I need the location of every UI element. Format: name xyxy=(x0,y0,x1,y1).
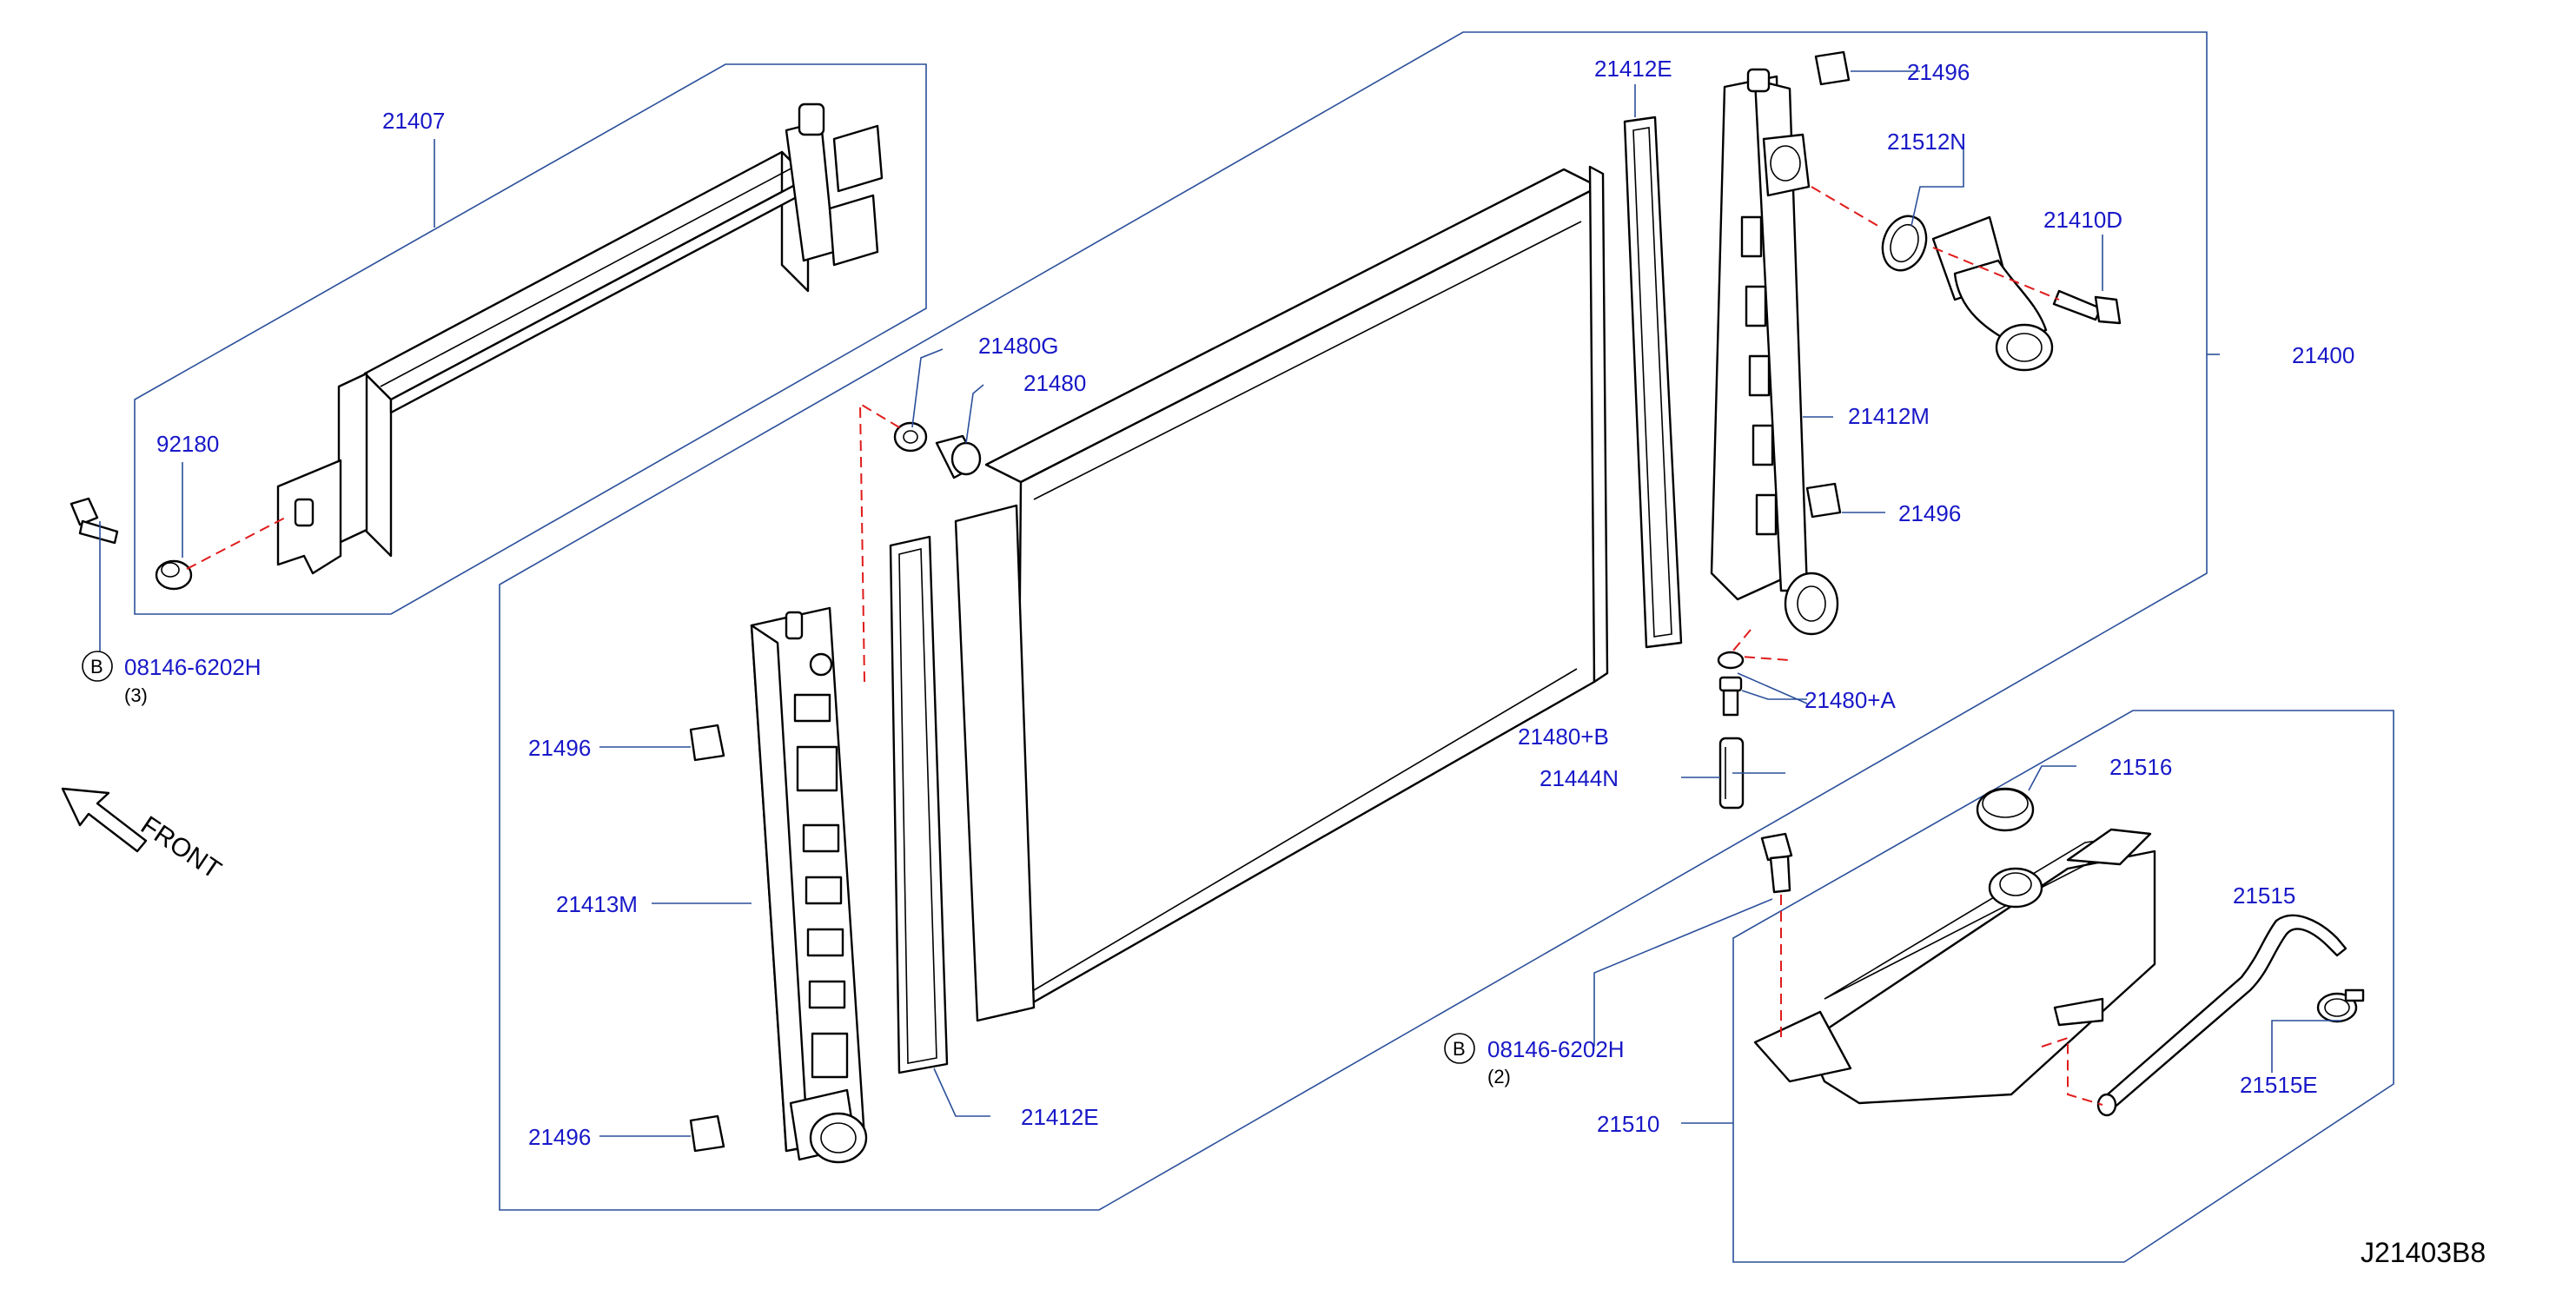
label-21480a: 21480+A xyxy=(1805,687,1896,713)
label-21412e-top: 21412E xyxy=(1594,56,1672,82)
clip-21496-left-bottom-drawing xyxy=(689,1114,725,1153)
radiator-group-box xyxy=(499,31,2208,1211)
diagram-code: J21403B8 xyxy=(2361,1237,2486,1268)
clamp-21515e-drawing xyxy=(2316,988,2365,1023)
clip-21496-mid-drawing xyxy=(1805,482,1842,519)
bolt-b-marker-letter: B xyxy=(1453,1038,1466,1060)
label-21444n: 21444N xyxy=(1540,765,1619,791)
label-21515e: 21515E xyxy=(2240,1072,2318,1098)
label-21516: 21516 xyxy=(2109,754,2172,780)
plug-21480g-drawing xyxy=(893,421,928,453)
seal-21412e-top-drawing xyxy=(1623,116,1683,649)
label-21496-left-top: 21496 xyxy=(528,735,591,761)
label-21510: 21510 xyxy=(1597,1111,1659,1137)
clip-21496-top-drawing xyxy=(1814,50,1851,86)
oring-21480a-drawing xyxy=(1717,651,1745,670)
left-tank-dash xyxy=(858,402,904,683)
plug-21480-drawing xyxy=(935,434,982,479)
grommet-92180-drawing xyxy=(155,559,193,591)
label-21515: 21515 xyxy=(2233,882,2295,909)
label-21496-left-bottom: 21496 xyxy=(528,1124,591,1150)
bolt-a-drawing xyxy=(70,497,119,545)
front-arrow-icon xyxy=(61,787,148,853)
label-21480b: 21480+B xyxy=(1518,724,1609,750)
label-bolt-b: 08146-6202H xyxy=(1487,1036,1625,1062)
label-21400: 21400 xyxy=(2292,342,2354,368)
oil-cooler-dash xyxy=(186,516,288,570)
label-bolt-b-qty: (2) xyxy=(1487,1066,1511,1087)
bolt-b-marker: B xyxy=(1444,1033,1475,1064)
cap-21516-drawing xyxy=(1976,787,2035,832)
hose-21515-drawing xyxy=(2096,914,2348,1117)
water-outlet-21512n-drawing xyxy=(1931,215,2054,372)
leader-lines xyxy=(99,70,2341,1137)
label-21412e-bottom: 21412E xyxy=(1021,1104,1099,1130)
seal-21412e-bottom-drawing xyxy=(889,535,949,1074)
label-21413m: 21413M xyxy=(556,891,638,917)
label-bolt-a: 08146-6202H xyxy=(124,654,262,680)
label-21480g: 21480G xyxy=(978,333,1059,359)
label-21512n: 21512N xyxy=(1887,129,1966,155)
bolt-b-drawing xyxy=(1760,832,1793,894)
outlet-dash xyxy=(1811,186,2060,301)
reservoir-dash xyxy=(1780,895,2103,1106)
label-21407: 21407 xyxy=(382,108,445,134)
clip-21496-left-top-drawing xyxy=(689,724,725,762)
oil-cooler-group-box xyxy=(134,63,927,615)
label-21496-mid: 21496 xyxy=(1898,500,1961,526)
plug-21480b-drawing xyxy=(1718,676,1743,717)
reservoir-tank-drawing xyxy=(1753,828,2156,1105)
right-tank-drawing xyxy=(1710,68,1839,636)
label-21412m: 21412M xyxy=(1848,403,1930,429)
left-tank-drawing xyxy=(750,606,868,1164)
bolt-a-marker-letter: B xyxy=(90,656,103,678)
label-21480: 21480 xyxy=(1023,370,1086,396)
front-label: FRONT xyxy=(136,810,226,884)
label-21496-top: 21496 xyxy=(1907,59,1970,85)
radiator-core-drawing xyxy=(954,165,1609,1022)
reservoir-group-box xyxy=(1732,710,2394,1263)
oil-cooler-drawing xyxy=(276,102,884,575)
label-21410d: 21410D xyxy=(2043,207,2122,233)
oring-21512n-drawing xyxy=(1881,215,1928,272)
bolt-21410d-drawing xyxy=(2052,289,2122,325)
label-92180: 92180 xyxy=(156,431,219,457)
label-bolt-a-qty: (3) xyxy=(124,684,148,706)
bolt-a-marker: B xyxy=(82,651,113,682)
